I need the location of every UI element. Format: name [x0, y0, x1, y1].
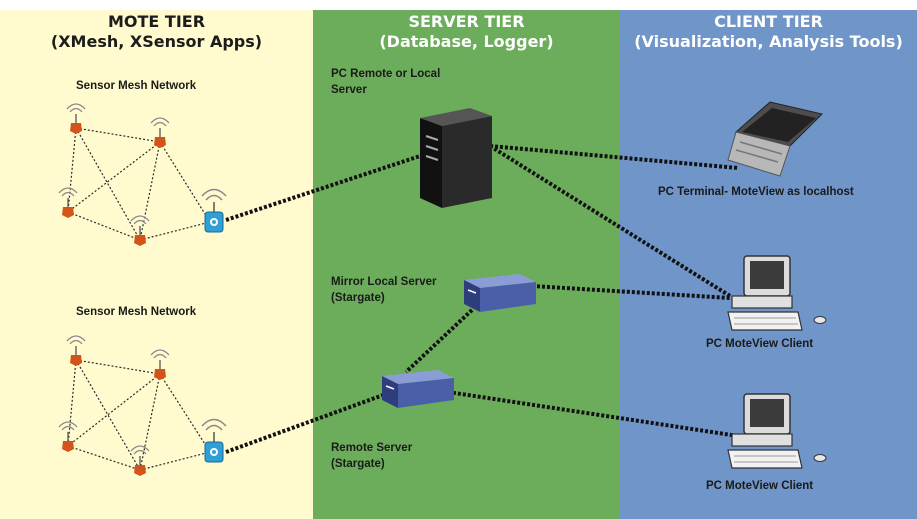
mote-node-icon — [150, 349, 170, 380]
client1-label: PC MoteView Client — [706, 338, 814, 350]
client-tier-header: CLIENT TIER (Visualization, Analysis Too… — [620, 12, 917, 52]
mote-tier-title: MOTE TIER — [107, 12, 206, 31]
mirror-stargate-icon — [464, 274, 536, 312]
desktop-client-icon — [727, 393, 827, 469]
mote-node-icon — [130, 215, 150, 246]
mesh-network-bottom-label: Sensor Mesh Network — [76, 306, 197, 318]
mote-node-icon — [66, 103, 86, 134]
client2-label: PC MoteView Client — [706, 480, 814, 492]
server-tier-title: SERVER TIER — [408, 12, 525, 31]
server-tower-icon — [420, 108, 492, 208]
mote-node-icon — [130, 445, 150, 476]
mote-tier-subtitle: (XMesh, XSensor Apps) — [50, 32, 263, 51]
mote-tier-panel: MOTE TIER (XMesh, XSensor Apps) — [0, 10, 313, 519]
mote-node-icon — [58, 187, 78, 218]
gateway-icon — [201, 418, 227, 463]
server-tier-subtitle: (Database, Logger) — [379, 32, 554, 51]
mesh-links-top — [67, 127, 211, 241]
server-tier-panel: SERVER TIER (Database, Logger) — [313, 10, 620, 519]
laptop-label: PC Terminal- MoteView as localhost — [658, 186, 854, 198]
mote-node-icon — [150, 117, 170, 148]
desktop-client-icon — [727, 255, 827, 331]
client-tier-title: CLIENT TIER — [714, 12, 823, 31]
mesh-links-bottom — [67, 359, 211, 471]
client-tier-subtitle: (Visualization, Analysis Tools) — [634, 32, 903, 51]
laptop-icon — [727, 101, 823, 177]
remote-stargate-icon — [382, 370, 454, 408]
gateway-icon — [201, 188, 227, 233]
main-server-label: PC Remote or Local Server — [331, 68, 441, 96]
mote-nodes-bottom — [58, 335, 170, 476]
server-tier-header: SERVER TIER (Database, Logger) — [313, 12, 620, 52]
mesh-network-top-label: Sensor Mesh Network — [76, 80, 197, 92]
mirror-server-label: Mirror Local Server (Stargate) — [331, 276, 437, 304]
mote-node-icon — [66, 335, 86, 366]
mote-node-icon — [58, 421, 78, 452]
remote-server-label: Remote Server (Stargate) — [331, 442, 413, 470]
backbone-links — [225, 144, 739, 454]
mote-tier-header: MOTE TIER (XMesh, XSensor Apps) — [0, 12, 313, 52]
mote-nodes-top — [58, 103, 170, 246]
